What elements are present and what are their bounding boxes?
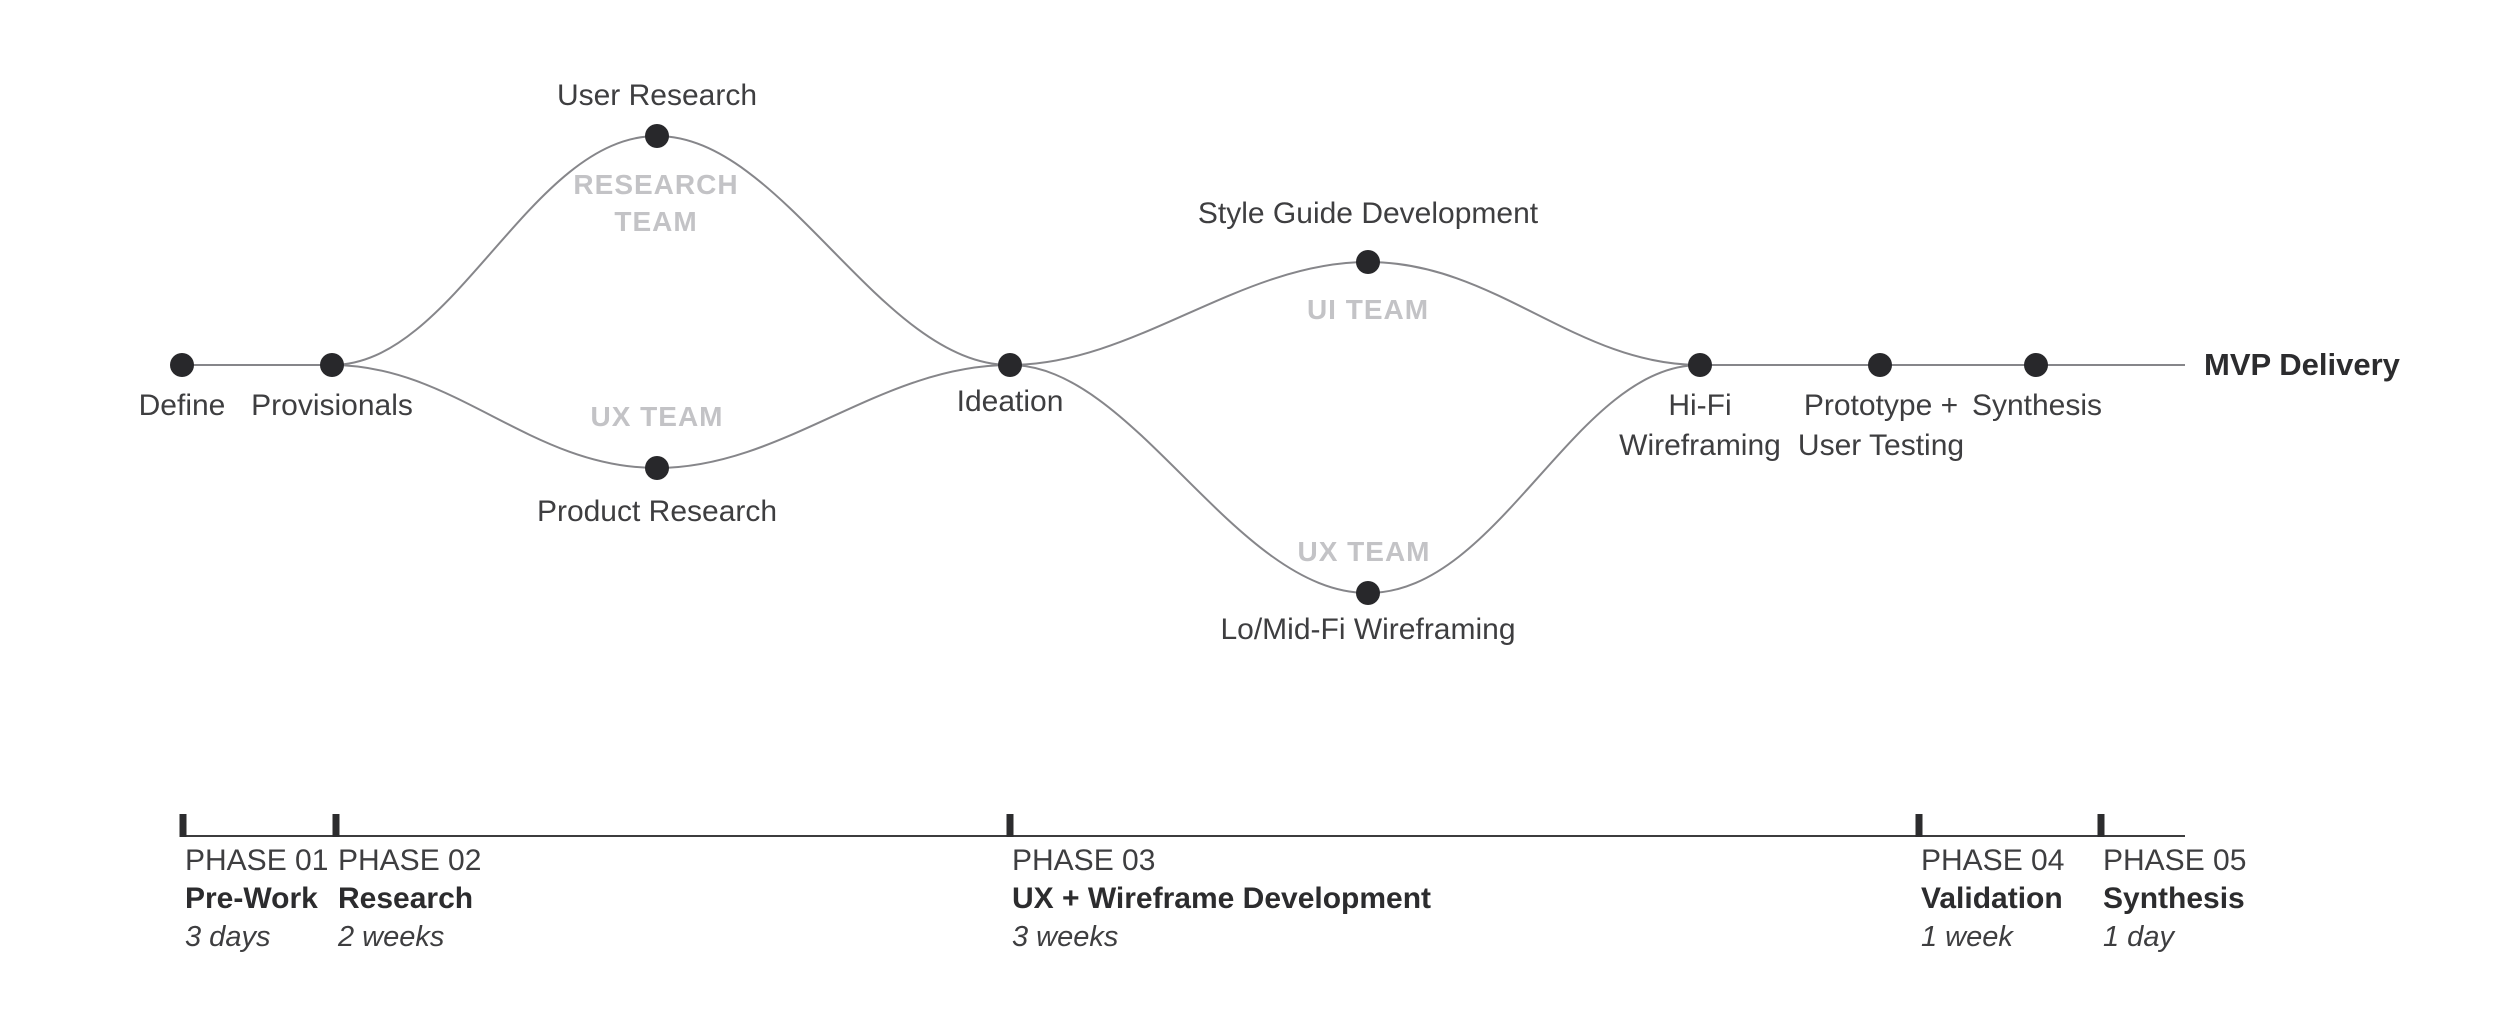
phase-block-01: PHASE 01 Pre-Work 3 days bbox=[185, 842, 328, 956]
phase-duration: 3 days bbox=[185, 921, 271, 953]
phase-duration: 2 weeks bbox=[338, 921, 445, 953]
dot-product-research bbox=[645, 456, 669, 480]
phase-name: Research bbox=[338, 882, 474, 915]
phase-duration: 1 day bbox=[2103, 921, 2174, 953]
team-label-ui-team: UI TEAM bbox=[1306, 294, 1430, 325]
dot-lo-mid-fi bbox=[1356, 581, 1380, 605]
phase-duration: 1 week bbox=[1921, 921, 2013, 953]
phase-block-05: PHASE 05 Synthesis 1 day bbox=[2103, 842, 2246, 956]
phase-name: Pre-Work bbox=[185, 882, 318, 915]
dot-ideation bbox=[998, 353, 1022, 377]
phase-name: UX + Wireframe Development bbox=[1012, 882, 1432, 915]
phase-number: PHASE 04 bbox=[1921, 844, 2065, 877]
phase-block-04: PHASE 04 Validation 1 week bbox=[1921, 842, 2064, 956]
node-label-product-research: Product Research bbox=[536, 495, 778, 528]
phase-name: Validation bbox=[1921, 882, 2063, 915]
timeline-tick-phase-01 bbox=[179, 814, 187, 837]
phase-block-03: PHASE 03 UX + Wireframe Development 3 we… bbox=[1012, 842, 1431, 956]
team-label-research-team: RESEARCH TEAM bbox=[573, 169, 739, 237]
node-label-hifi-wireframing: Hi-Fi Wireframing bbox=[1619, 389, 1781, 462]
team-label-ux-team-research: UX TEAM bbox=[590, 401, 724, 432]
team-label-ux-team-wireframe: UX TEAM bbox=[1297, 536, 1431, 567]
phase-name: Synthesis bbox=[2103, 882, 2245, 915]
node-label-provisionals: Provisionals bbox=[251, 389, 413, 422]
dot-provisionals bbox=[320, 353, 344, 377]
phase-duration: 3 weeks bbox=[1012, 921, 1119, 953]
dot-define bbox=[170, 353, 194, 377]
dot-hifi-wireframing bbox=[1688, 353, 1712, 377]
timeline-tick-phase-05 bbox=[2097, 814, 2105, 837]
dot-user-research bbox=[645, 124, 669, 148]
dot-prototype-user-testing bbox=[1868, 353, 1892, 377]
phase-number: PHASE 02 bbox=[338, 844, 482, 877]
timeline-tick-phase-04 bbox=[1915, 814, 1923, 837]
node-label-style-guide: Style Guide Development bbox=[1197, 197, 1539, 230]
phase-number: PHASE 05 bbox=[2103, 844, 2247, 877]
phase-block-02: PHASE 02 Research 2 weeks bbox=[338, 842, 481, 956]
dot-style-guide bbox=[1356, 250, 1380, 274]
timeline-tick-phase-02 bbox=[332, 814, 340, 837]
phase-number: PHASE 01 bbox=[185, 844, 329, 877]
node-label-prototype-testing: Prototype + User Testing bbox=[1797, 389, 1965, 462]
node-label-user-research: User Research bbox=[556, 79, 758, 112]
node-label-ideation: Ideation bbox=[956, 385, 1064, 418]
dot-synthesis bbox=[2024, 353, 2048, 377]
timeline-tick-phase-03 bbox=[1006, 814, 1014, 837]
node-label-define: Define bbox=[138, 389, 226, 422]
node-label-lo-mid-fi: Lo/Mid-Fi Wireframing bbox=[1220, 613, 1516, 646]
node-label-synthesis: Synthesis bbox=[1971, 389, 2103, 422]
mvp-delivery-label: MVP Delivery bbox=[2204, 347, 2400, 382]
phase-number: PHASE 03 bbox=[1012, 844, 1156, 877]
